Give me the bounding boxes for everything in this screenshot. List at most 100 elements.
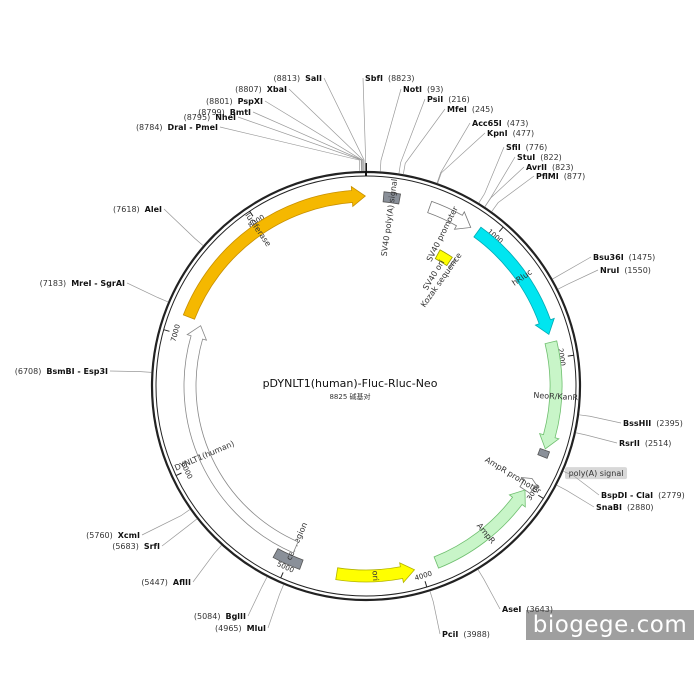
feature-ori: [335, 562, 416, 584]
site-label: (5447)AflII: [141, 578, 191, 587]
feature-polya: [537, 447, 551, 459]
site-name: BsmBI - Esp3I: [46, 367, 108, 376]
site-name: MreI - SgrAI: [71, 279, 125, 288]
site-label: (7183) MreI - SgrAI: [40, 279, 125, 288]
tick-mark: [280, 572, 284, 579]
site-position: (7183): [40, 279, 67, 288]
site-label: (8795) NheI: [184, 113, 236, 122]
site-name: NruI: [600, 266, 619, 275]
site-label: NruI (1550): [600, 266, 651, 275]
feature-cer-region: [272, 548, 304, 570]
polya-label-box: [565, 467, 628, 480]
site-position: (2779): [658, 491, 685, 500]
feature-label-ampr-promoter: AmpR promoter: [483, 455, 543, 496]
site-name: NheI: [215, 113, 236, 122]
feature-sv40-ori: [434, 249, 453, 267]
site-position: (2880): [627, 503, 654, 512]
feature-label-sv40-polya: SV40 poly(A) signal: [380, 178, 399, 257]
site-position: (93): [427, 85, 443, 94]
site-position: (776): [526, 143, 548, 152]
tick-label: 4000: [414, 570, 433, 583]
site-leader: [264, 100, 363, 172]
site-leader: [141, 509, 191, 536]
site-leader: [579, 414, 622, 424]
feature-luciferase: [182, 185, 366, 320]
site-label: SbfI (8823): [365, 74, 415, 83]
site-name: SrfI: [144, 542, 160, 551]
site-label: KpnI (477): [487, 129, 534, 138]
site-name: BglII: [225, 612, 246, 621]
tick-mark: [538, 494, 544, 499]
watermark: biogege.com: [526, 610, 694, 640]
site-name: DraI - PmeI: [168, 123, 218, 132]
site-name: MluI: [247, 624, 266, 633]
site-name: KpnI: [487, 129, 508, 138]
site-name: NotI: [403, 85, 422, 94]
site-position: (1550): [624, 266, 651, 275]
site-name: XbaI: [267, 85, 287, 94]
site-label: (6708)BsmBI - Esp3I: [15, 367, 108, 376]
site-label: PciI(3988): [442, 630, 490, 639]
feature-ampr: [433, 489, 526, 569]
site-position: (1475): [629, 253, 656, 262]
site-leader: [288, 88, 364, 172]
site-name: SalI: [305, 74, 322, 83]
site-label: AvrII (823): [526, 163, 574, 172]
site-position: (822): [540, 153, 562, 162]
site-label: (5760)XcmI: [86, 531, 140, 540]
site-leader: [575, 432, 618, 444]
site-label: SnaBI(2880): [596, 503, 654, 512]
site-label: (7618)AleI: [113, 205, 162, 214]
feature-label-neor: NeoR/KanR: [533, 391, 579, 402]
site-label: (5084)BglII: [194, 612, 246, 621]
site-name: SbfI: [365, 74, 383, 83]
site-leader: [161, 518, 198, 547]
site-position: (477): [513, 129, 535, 138]
tick-mark: [498, 226, 504, 232]
site-label: NotI (93): [403, 85, 443, 94]
site-position: (5447): [141, 578, 168, 587]
plasmid-size: 8825 碱基对: [329, 392, 370, 401]
site-leader: [247, 576, 268, 617]
site-position: (473): [507, 119, 529, 128]
site-leader: [163, 208, 204, 246]
site-name: BssHII: [623, 419, 651, 428]
tick-mark: [424, 581, 428, 588]
site-position: (5683): [112, 542, 139, 551]
site-leader: [552, 256, 592, 280]
tick-mark: [163, 329, 170, 332]
site-label: StuI(822): [517, 153, 562, 162]
site-position: (7618): [113, 205, 140, 214]
feature-dynlt1: [183, 325, 299, 554]
site-name: BmtI: [230, 108, 251, 117]
site-label: (8807)XbaI: [235, 85, 287, 94]
site-leader: [126, 282, 169, 303]
site-label: RsrII(2514): [619, 439, 671, 448]
site-leader: [429, 591, 441, 635]
site-label: (8813)SalI: [274, 74, 323, 83]
site-label: PsiI(216): [427, 95, 470, 104]
site-leader: [563, 470, 600, 496]
site-name: PspXI: [238, 97, 263, 106]
feature-sv40-promoter: [427, 200, 472, 230]
site-position: (8823): [388, 74, 415, 83]
site-leader: [362, 77, 367, 172]
feature-label-ori: ori: [371, 570, 381, 581]
site-leader: [484, 166, 525, 208]
site-leader: [491, 175, 535, 212]
site-position: (216): [448, 95, 470, 104]
site-leader: [436, 122, 471, 184]
site-label: BssHII(2395): [623, 419, 683, 428]
site-label: (5683) SrfI: [112, 542, 160, 551]
site-name: AvrII: [526, 163, 547, 172]
site-leader: [252, 111, 363, 172]
site-name: PciI: [442, 630, 458, 639]
site-position: (823): [552, 163, 574, 172]
site-position: (8795): [184, 113, 211, 122]
site-name: AseI: [502, 605, 521, 614]
plasmid-title: pDYNLT1(human)-Fluc-Rluc-Neo: [263, 377, 438, 390]
tick-mark: [175, 472, 182, 477]
site-name: RsrII: [619, 439, 640, 448]
site-leader: [398, 98, 426, 174]
site-position: (8801): [206, 97, 233, 106]
